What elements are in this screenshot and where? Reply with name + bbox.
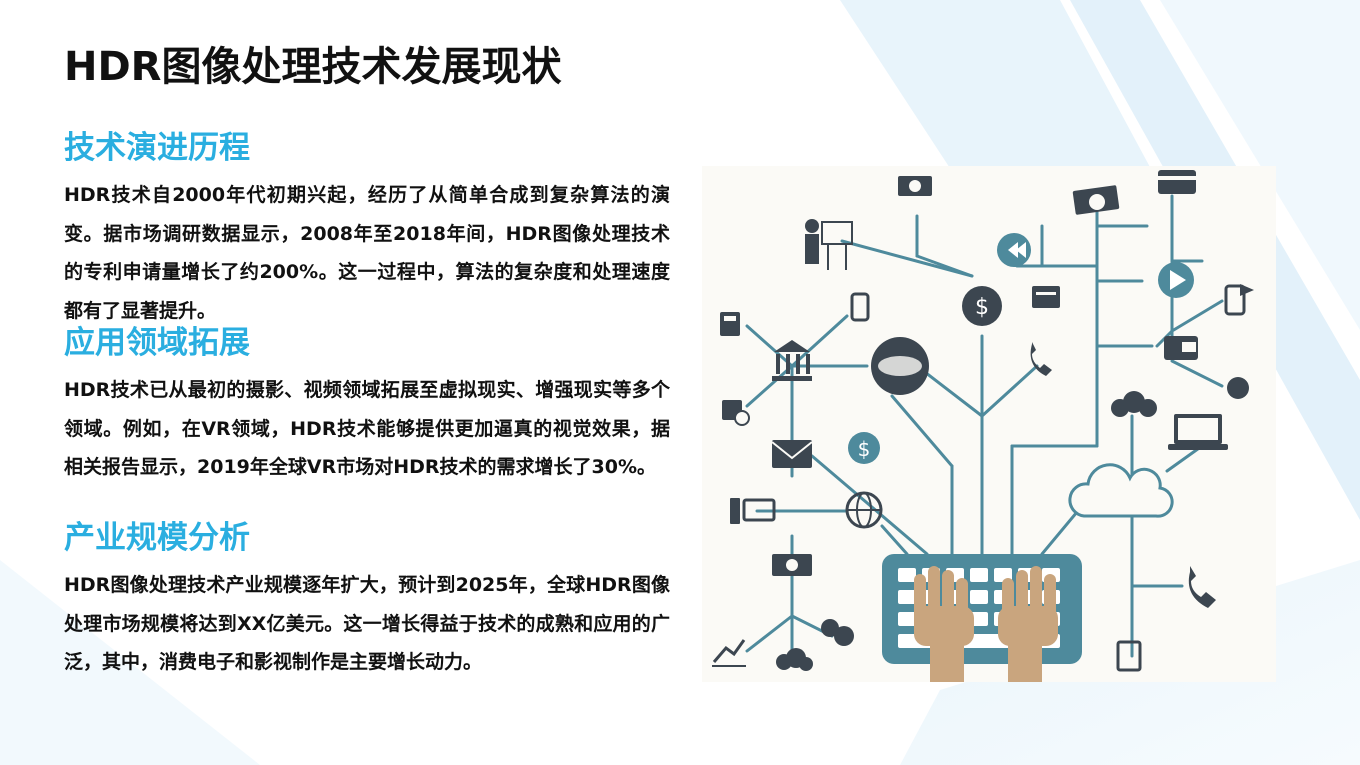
cloud-download-icon [776,648,813,671]
coin-bag-icon [1227,377,1249,399]
section-application-areas: 应用领域拓展 HDR技术已从最初的摄影、视频领域拓展至虚拟现实、增强现实等多个领… [64,323,670,487]
money-icon [898,176,932,196]
section-body: HDR图像处理技术产业规模逐年扩大，预计到2025年，全球HDR图像处理市场规模… [64,574,670,673]
section-heading: 应用领域拓展 [64,325,250,361]
cash-icon [772,554,812,576]
section-body: HDR技术自2000年代初期兴起，经历了从简单合成到复杂算法的演变。据市场调研数… [64,184,670,322]
svg-text:$: $ [858,437,871,461]
computer-icon [730,498,776,524]
cash-stack-icon [1072,185,1120,215]
section-heading: 技术演进历程 [64,130,250,166]
dollar-head-icon: $ [962,286,1002,326]
cloud-icon [1068,463,1174,518]
world-icon [871,337,929,395]
svg-text:$: $ [975,295,989,320]
mail-icon [771,440,813,468]
network-illustration-svg: $ $ [712,170,1254,682]
section-body: HDR技术已从最初的摄影、视频领域拓展至虚拟现实、增强现实等多个领域。例如，在V… [64,379,670,478]
hands-icon [914,566,1058,682]
section-tech-evolution: 技术演进历程 HDR技术自2000年代初期兴起，经历了从简单合成到复杂算法的演变… [64,128,670,330]
calculator-icon [720,312,740,336]
credit-card-icon [1158,170,1196,194]
page-title: HDR图像处理技术发展现状 [64,44,562,90]
coins-icon [821,619,854,646]
laptop-icon [1168,414,1228,450]
chart-icon [712,639,746,667]
bank-icon [772,340,812,381]
mobile-icon [850,292,870,322]
rewind-icon [997,233,1031,267]
globe-icon [845,491,883,529]
phone-icon [1030,342,1052,376]
wallet-icon [1164,336,1198,360]
presenter-icon [805,219,853,270]
phone-share-icon [1224,284,1254,316]
dollar-coin-icon: $ [848,432,880,464]
notepad-icon [1116,640,1142,672]
call-icon [1188,566,1216,608]
section-industry-scale: 产业规模分析 HDR图像处理技术产业规模逐年扩大，预计到2025年，全球HDR图… [64,518,670,682]
calendar-icon [722,400,750,426]
section-heading: 产业规模分析 [64,520,250,556]
network-illustration: $ $ [702,166,1276,682]
money-bags-icon [1111,391,1157,417]
folder-icon [1032,286,1060,308]
play-icon [1158,262,1194,298]
